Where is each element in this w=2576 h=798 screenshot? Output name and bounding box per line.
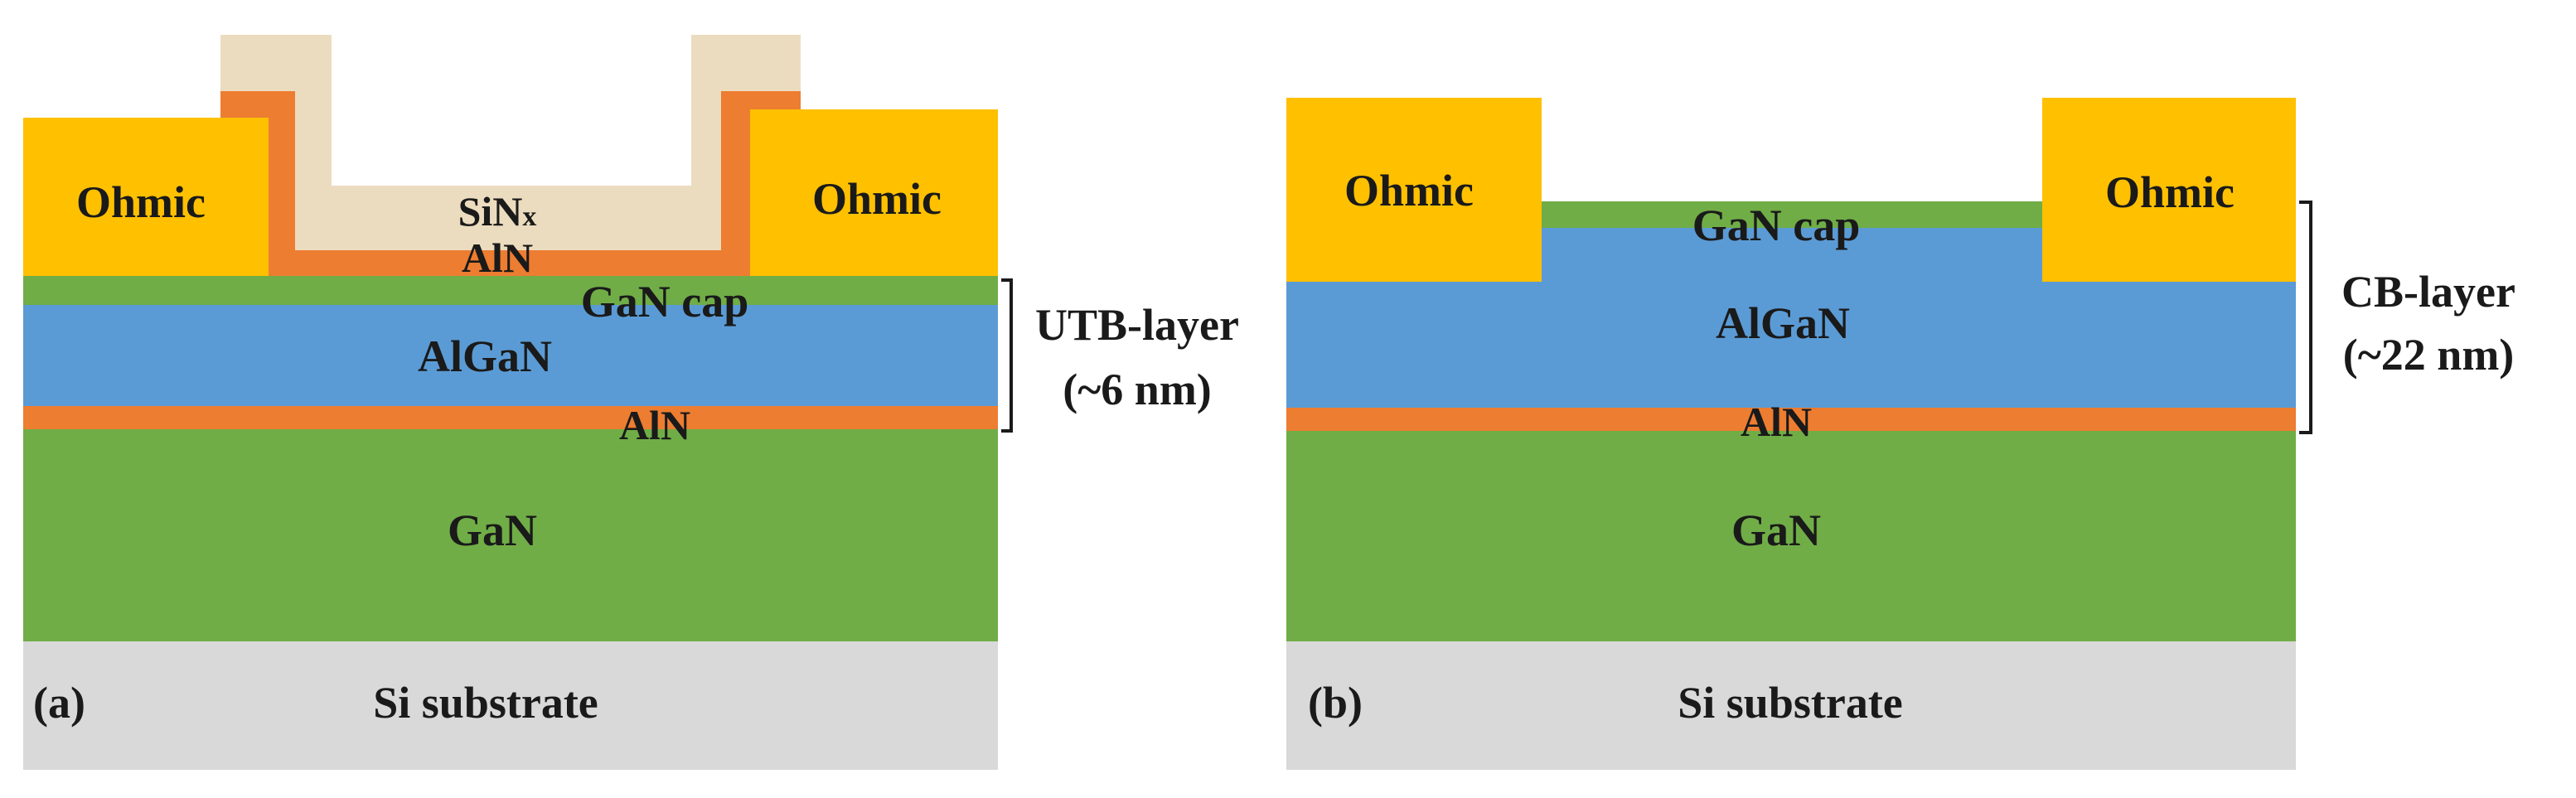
panel-b-gan-layer <box>1286 431 2296 641</box>
panel-a-aln-top-liner <box>220 91 801 276</box>
panel-a-gan-cap-layer <box>23 276 998 305</box>
panel-a-gan-cap-label: GaN cap <box>581 277 749 326</box>
panel-a-ohmic-right-label: Ohmic <box>812 174 942 224</box>
panel-b-gan-cap-label: GaN cap <box>1692 201 1861 250</box>
panel-a: Ohmic Ohmic SiNx AlN GaN cap AlGaN AlN G… <box>23 35 1239 770</box>
panel-b-tag: (b) <box>1308 678 1363 728</box>
panel-a-ohmic-right <box>750 109 998 276</box>
panel-a-substrate-label: Si substrate <box>373 678 598 728</box>
panel-b-bracket-label: CB-layer <box>2341 267 2515 317</box>
panel-a-ohmic-left-label: Ohmic <box>76 177 206 227</box>
panel-b-ohmic-left-label: Ohmic <box>1344 166 1474 215</box>
panel-b-aln-layer <box>1286 408 2296 431</box>
panel-a-tag: (a) <box>33 678 85 728</box>
panel-b-substrate-label: Si substrate <box>1678 678 1903 728</box>
panel-b-ohmic-right-label: Ohmic <box>2105 167 2235 217</box>
panel-b-gan-label: GaN <box>1731 505 1821 555</box>
panel-b: Ohmic Ohmic GaN cap AlGaN AlN GaN Si sub… <box>1286 98 2515 770</box>
panel-a-algan-label: AlGaN <box>418 331 552 381</box>
panel-a-gan-label: GaN <box>448 505 537 555</box>
panel-a-utb-bracket <box>1001 278 1013 433</box>
panel-a-sinx-label: SiNx <box>458 188 537 235</box>
panel-b-aln-label: AlN <box>1741 399 1812 445</box>
panel-a-bracket-label: UTB-layer <box>1035 300 1239 350</box>
panel-a-ohmic-left <box>23 118 269 276</box>
panel-a-si-substrate <box>23 641 998 770</box>
panel-b-ohmic-left <box>1286 98 1542 282</box>
panel-a-algan-layer <box>23 305 998 406</box>
panel-b-cb-bracket <box>2299 201 2312 434</box>
panel-b-si-substrate <box>1286 641 2296 770</box>
panel-b-bracket-value: (~22 nm) <box>2343 330 2515 380</box>
panel-b-ohmic-right <box>2042 98 2296 282</box>
panel-b-algan-label: AlGaN <box>1716 298 1850 348</box>
panel-a-bracket-value: (~6 nm) <box>1063 365 1212 414</box>
panel-b-gan-cap-layer <box>1542 201 2042 228</box>
panel-a-gan-layer <box>23 429 998 641</box>
panel-a-aln-bottom-layer <box>23 406 998 429</box>
panel-a-aln-bottom-label: AlN <box>619 402 690 448</box>
panel-a-aln-top-label: AlN <box>462 235 533 281</box>
panel-a-sinx-passivation <box>220 35 801 250</box>
